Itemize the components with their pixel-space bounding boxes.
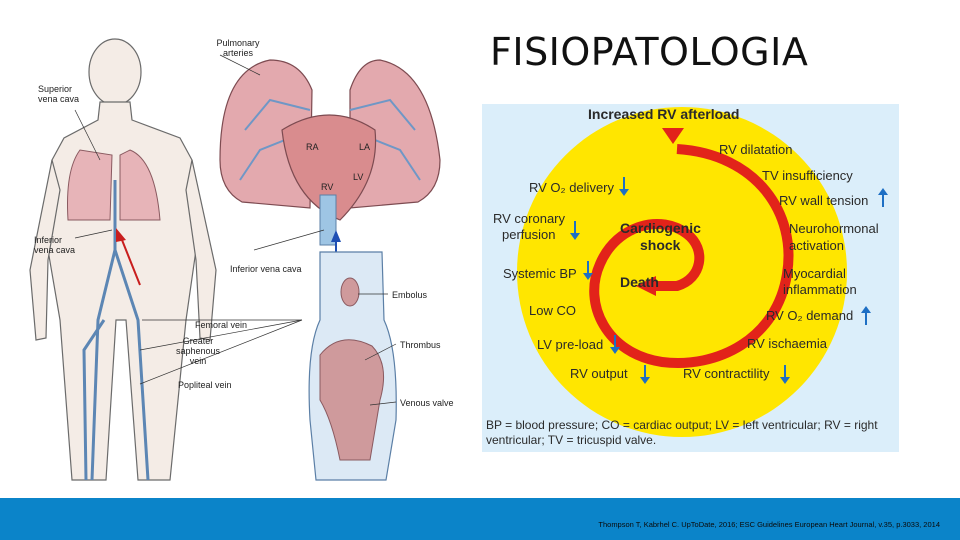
footer-citation: Thompson T, Kabrhel C. UpToDate, 2016; E… — [598, 520, 940, 529]
label-femoral-vein: Femoral vein — [195, 320, 248, 330]
item-rv-contractility: RV contractility — [683, 366, 770, 381]
anatomy-illustration: Pulmonary arteries Superior vena cava RA… — [20, 20, 480, 490]
item-rv-o2-delivery: RV O₂ delivery — [529, 180, 615, 195]
label-superior-vena-cava: Superior vena cava — [38, 84, 80, 104]
footer-bar: Thompson T, Kabrhel C. UpToDate, 2016; E… — [0, 498, 960, 540]
center-death: Death — [620, 274, 659, 290]
diagram-heading: Increased RV afterload — [588, 106, 740, 122]
center-cardiogenic: Cardiogenic — [620, 220, 701, 236]
item-neurohormonal-1: Neurohormonal — [789, 221, 879, 236]
label-inferior-vena-cava-body: Inferior vena cava — [34, 235, 76, 255]
label-ra: RA — [306, 142, 319, 152]
item-rv-ischaemia: RV ischaemia — [747, 336, 827, 351]
label-popliteal-vein: Popliteal vein — [178, 380, 232, 390]
label-embolus: Embolus — [392, 290, 428, 300]
afterload-arrowhead — [662, 128, 684, 144]
abbreviations-note: BP = blood pressure; CO = cardiac output… — [486, 418, 878, 447]
spiral-drawing — [517, 107, 847, 437]
item-rv-o2-demand: RV O₂ demand — [766, 308, 854, 323]
red-spiral — [589, 144, 794, 368]
item-rv-dilatation: RV dilatation — [719, 142, 793, 157]
item-neurohormonal-2: activation — [789, 238, 844, 253]
item-rv-wall-tension: RV wall tension — [779, 193, 869, 208]
item-low-co: Low CO — [529, 303, 576, 318]
arrow-down-icon — [583, 261, 593, 280]
arrow-up-icon — [861, 306, 871, 325]
label-greater-saphenous-vein: Greater saphenous vein — [175, 336, 221, 366]
item-lv-preload: LV pre-load — [537, 337, 604, 352]
label-la: LA — [359, 142, 371, 152]
item-myocardial-2: inflammation — [783, 282, 857, 297]
item-rv-coronary-2: perfusion — [502, 227, 556, 242]
item-tv-insufficiency: TV insufficiency — [762, 168, 853, 183]
arrow-down-icon — [780, 365, 790, 384]
item-rv-output: RV output — [570, 366, 628, 381]
item-systemic-bp: Systemic BP — [503, 266, 577, 281]
arrow-down-icon — [570, 221, 580, 240]
pathophysiology-diagram: Increased RV afterload Cardiogenic shock… — [482, 104, 899, 452]
label-lv: LV — [353, 172, 364, 182]
label-venous-valve: Venous valve — [400, 398, 454, 408]
arrow-up-icon — [878, 188, 888, 207]
arrow-down-icon — [619, 177, 629, 196]
item-myocardial-1: Myocardial — [783, 266, 846, 281]
label-thrombus: Thrombus — [400, 340, 441, 350]
center-shock: shock — [640, 237, 681, 253]
anatomy-drawing — [29, 38, 441, 481]
label-rv: RV — [321, 182, 334, 192]
label-pulmonary-arteries: Pulmonary arteries — [216, 38, 260, 58]
page-title: FISIOPATOLOGIA — [490, 30, 809, 74]
label-inferior-vena-cava-heart: Inferior vena cava — [230, 264, 302, 274]
arrow-down-icon — [610, 335, 620, 354]
arrow-down-icon — [640, 365, 650, 384]
spiral-arrowhead — [636, 276, 656, 296]
item-rv-coronary-1: RV coronary — [493, 211, 566, 226]
